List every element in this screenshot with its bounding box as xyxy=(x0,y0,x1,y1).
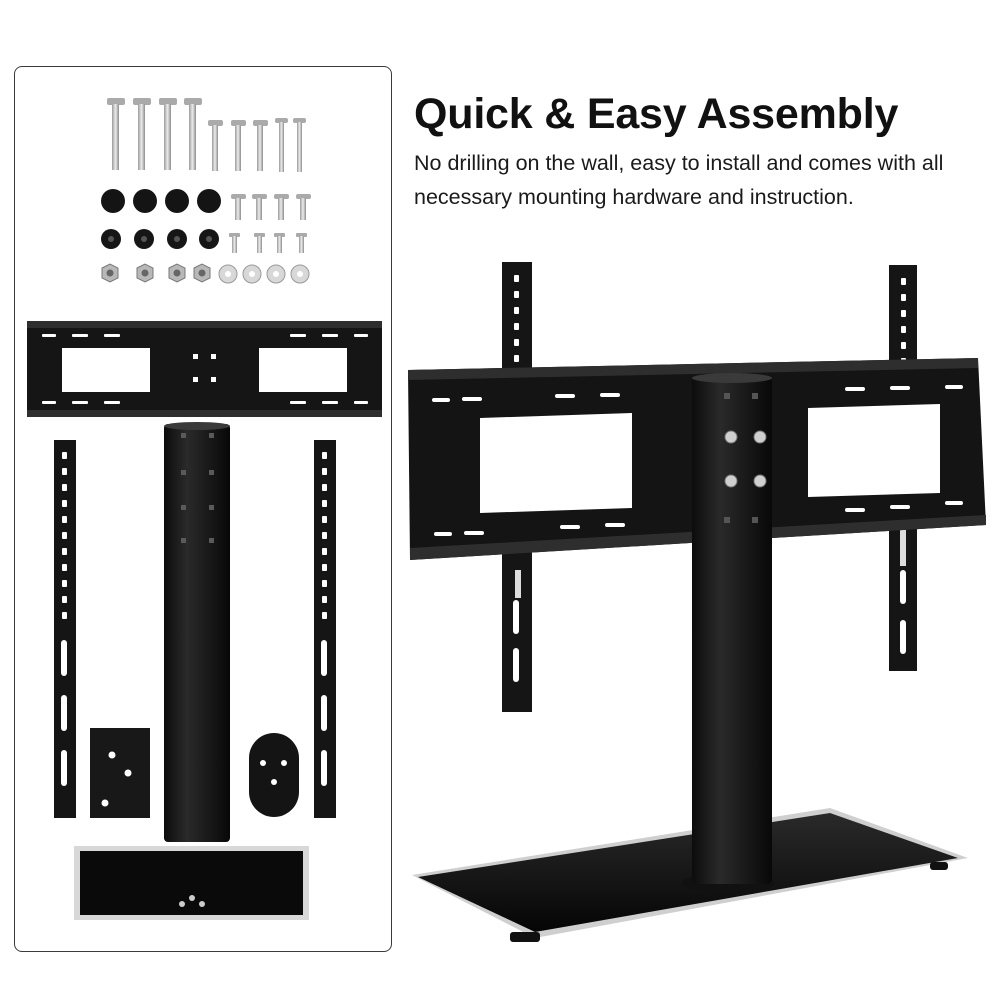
long-screw xyxy=(184,98,202,170)
nuts xyxy=(101,263,211,283)
vertical-bracket xyxy=(314,440,336,818)
washer xyxy=(266,264,286,284)
support-pillar xyxy=(692,373,772,884)
support-column xyxy=(164,422,230,842)
rubber-spacers-large xyxy=(101,189,221,213)
long-screw xyxy=(208,120,223,171)
glass-base xyxy=(412,808,968,942)
short-screw xyxy=(252,194,267,220)
long-screw xyxy=(159,98,177,170)
nut xyxy=(101,263,119,283)
long-screw xyxy=(275,118,288,172)
glass-base-kit xyxy=(74,846,309,920)
headline: Quick & Easy Assembly xyxy=(414,90,899,138)
long-screw xyxy=(231,120,246,171)
short-screw xyxy=(296,194,311,220)
short-screw xyxy=(296,233,307,253)
long-screw xyxy=(293,118,306,172)
crossbar-bracket xyxy=(27,321,382,417)
vertical-bracket xyxy=(54,440,76,818)
long-screw xyxy=(107,98,125,170)
long-screws xyxy=(107,98,306,172)
long-screw xyxy=(253,120,268,171)
rubber-spacer xyxy=(165,189,189,213)
short-screw xyxy=(254,233,265,253)
rubber-spacer xyxy=(199,229,219,249)
base-plate xyxy=(90,728,150,818)
long-screw xyxy=(133,98,151,170)
rubber-spacer xyxy=(197,189,221,213)
rubber-spacer xyxy=(134,229,154,249)
rubber-spacer xyxy=(101,189,125,213)
pillar-cap xyxy=(249,733,299,817)
short-screw xyxy=(231,194,246,220)
washer xyxy=(242,264,262,284)
assembled-tv-stand xyxy=(408,262,986,942)
nut xyxy=(136,263,154,283)
short-screws-row2 xyxy=(229,233,307,253)
mounting-bolts xyxy=(724,430,767,488)
short-screw xyxy=(274,194,289,220)
rubber-spacer xyxy=(167,229,187,249)
nut xyxy=(168,263,186,283)
description: No drilling on the wall, easy to install… xyxy=(414,151,944,209)
washer xyxy=(218,264,238,284)
short-screw xyxy=(229,233,240,253)
washers xyxy=(218,264,310,284)
short-screws-row1 xyxy=(231,194,311,220)
rubber-spacer xyxy=(101,229,121,249)
short-screw xyxy=(274,233,285,253)
rubber-spacer xyxy=(133,189,157,213)
rubber-spacers-small xyxy=(101,229,219,249)
washer xyxy=(290,264,310,284)
nut xyxy=(193,263,211,283)
